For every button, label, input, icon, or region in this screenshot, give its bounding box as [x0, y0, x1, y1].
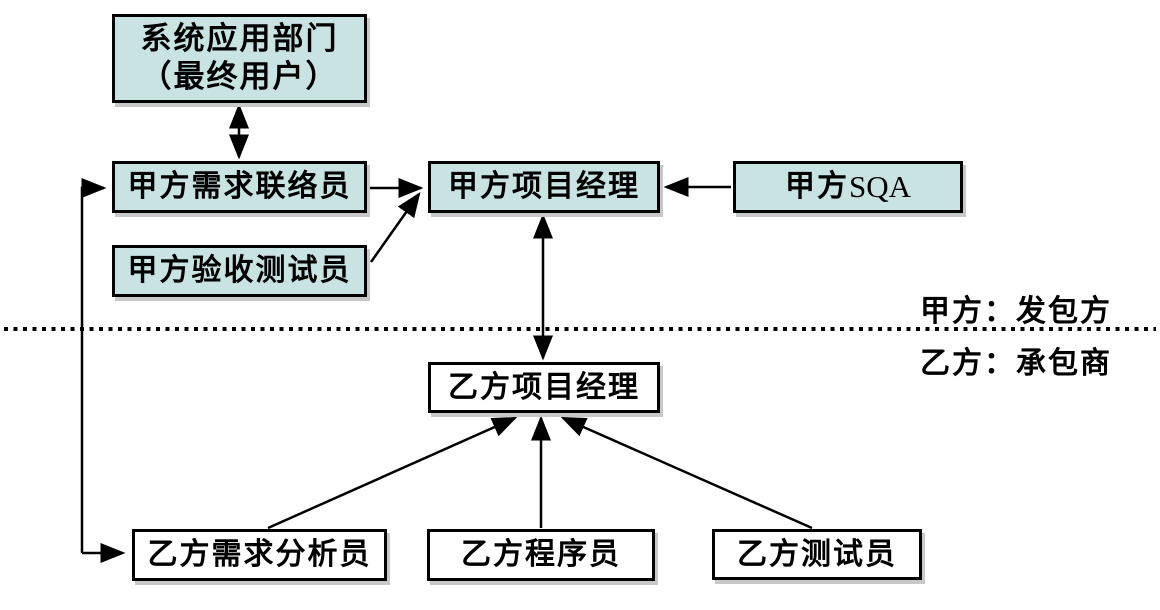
- party-b-programmer-label: 乙方程序员: [461, 537, 621, 572]
- end-user-line2: （最终用户）: [140, 58, 339, 95]
- party-a-acceptance-tester-label: 甲方验收测试员: [127, 253, 352, 288]
- box-party-b-programmer: 乙方程序员: [427, 529, 655, 581]
- party-a-pm-label: 甲方项目经理: [448, 169, 640, 204]
- party-a-sqa-label-cn: 甲方: [784, 169, 849, 204]
- arrow-analyst-to-pm-b: [267, 416, 518, 530]
- party-a-liaison-label: 甲方需求联络员: [127, 169, 352, 204]
- box-end-user-department: 系统应用部门 （最终用户）: [112, 14, 367, 103]
- box-party-a-pm: 甲方项目经理: [428, 161, 660, 213]
- connector-analyst-to-liaison: [80, 178, 107, 553]
- arrow-tester-to-pm-b: [560, 416, 813, 530]
- end-user-line1: 系统应用部门: [140, 21, 339, 58]
- box-party-b-analyst: 乙方需求分析员: [132, 529, 387, 581]
- arrow-acceptance-tester-to-pm-a: [369, 191, 421, 263]
- divider-label-party-b: 乙方：承包商: [920, 346, 1112, 381]
- divider-label-party-a: 甲方：发包方: [920, 294, 1112, 329]
- party-b-tester-label: 乙方测试员: [737, 536, 897, 572]
- party-a-sqa-label-en: SQA: [848, 169, 911, 205]
- box-party-b-tester: 乙方测试员: [712, 529, 922, 580]
- party-b-analyst-label: 乙方需求分析员: [147, 537, 372, 572]
- box-party-a-liaison: 甲方需求联络员: [112, 161, 367, 213]
- party-b-pm-label: 乙方项目经理: [448, 369, 640, 405]
- box-party-b-pm: 乙方项目经理: [428, 362, 660, 413]
- box-party-a-acceptance-tester: 甲方验收测试员: [112, 245, 367, 297]
